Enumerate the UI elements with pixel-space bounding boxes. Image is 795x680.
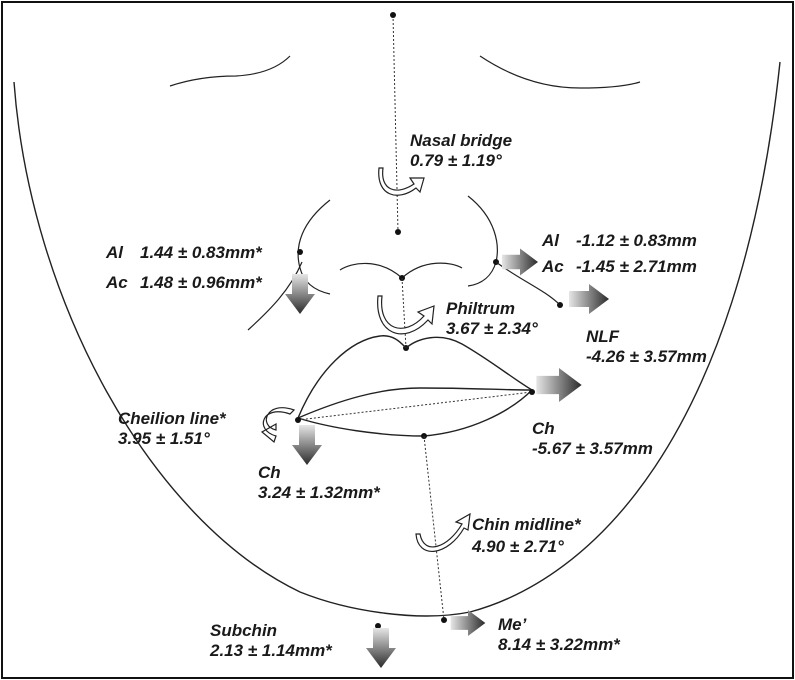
menton-point bbox=[441, 617, 447, 623]
cheilion-line bbox=[297, 391, 533, 421]
subchin-value: 2.13 ± 1.14mm* bbox=[209, 641, 333, 660]
cheilion-line-name: Cheilion line* bbox=[118, 409, 227, 428]
subchin-point bbox=[375, 623, 381, 629]
face-outline bbox=[13, 61, 781, 617]
ch-right-name: Ch bbox=[258, 463, 281, 482]
nlf-value: -4.26 ± 3.57mm bbox=[586, 347, 707, 366]
nose-left-sidewall bbox=[467, 195, 498, 287]
nlf-left-point bbox=[557, 302, 563, 308]
nasal-bridge-value: 0.79 ± 1.19° bbox=[410, 151, 502, 170]
philtrum-rotation-icon bbox=[377, 295, 435, 335]
upper-lip-outline bbox=[297, 335, 533, 419]
me-name: Me’ bbox=[498, 615, 527, 634]
nose-right-sidewall bbox=[297, 199, 331, 295]
al-ac-right-arrow-icon bbox=[285, 274, 315, 314]
me-value: 8.14 ± 3.22mm* bbox=[498, 635, 621, 654]
alar-right-point bbox=[297, 249, 303, 255]
cheilion-right-point bbox=[295, 417, 301, 423]
nasal-bridge-name: Nasal bridge bbox=[410, 131, 512, 150]
lower-lip-outline bbox=[297, 389, 533, 437]
ch-right-arrow-icon bbox=[292, 425, 322, 465]
nasolabial-fold-right bbox=[247, 261, 303, 331]
nasal-tip-point bbox=[395, 229, 401, 235]
nlf-name: NLF bbox=[586, 327, 620, 346]
al-right-name: Al bbox=[105, 243, 124, 262]
ac-left-value: -1.45 ± 2.71mm bbox=[576, 257, 697, 276]
ch-right-value: 3.24 ± 1.32mm* bbox=[258, 483, 381, 502]
nlf-arrow-icon bbox=[569, 284, 609, 314]
philtrum-name: Philtrum bbox=[446, 299, 515, 318]
philtrum-value: 3.67 ± 2.34° bbox=[446, 319, 538, 338]
ch-left-arrow-icon bbox=[536, 368, 582, 402]
chin-midline-value: 4.90 ± 2.71° bbox=[471, 537, 564, 556]
al-left-name: Al bbox=[541, 231, 560, 250]
al-left-value: -1.12 ± 0.83mm bbox=[576, 231, 697, 250]
cheilion-rotation-icon bbox=[260, 407, 296, 444]
cheilion-left-point bbox=[529, 389, 535, 395]
al-right-value: 1.44 ± 0.83mm* bbox=[140, 243, 263, 262]
midline-top-point bbox=[390, 12, 396, 18]
nasal-bridge-rotation-icon bbox=[378, 167, 425, 196]
left-eye-outline bbox=[479, 55, 641, 89]
ac-left-name: Ac bbox=[541, 257, 564, 276]
chin-midline-rotation-icon bbox=[415, 512, 471, 552]
right-eye-outline bbox=[169, 55, 291, 87]
lip-commissure-line bbox=[297, 387, 533, 419]
ch-left-name: Ch bbox=[532, 419, 555, 438]
philtrum-line bbox=[401, 277, 407, 349]
ac-right-value: 1.48 ± 0.96mm* bbox=[140, 273, 263, 292]
cheilion-line-value: 3.95 ± 1.51° bbox=[118, 429, 210, 448]
chin-midline-name: Chin midline* bbox=[472, 515, 582, 534]
subchin-arrow-icon bbox=[366, 628, 396, 668]
ch-left-value: -5.67 ± 3.57mm bbox=[532, 439, 653, 458]
ac-right-name: Ac bbox=[105, 273, 128, 292]
al-ac-left-arrow-icon bbox=[502, 248, 538, 276]
facial-midline bbox=[392, 14, 399, 233]
chin-midline bbox=[423, 435, 445, 621]
subchin-name: Subchin bbox=[210, 621, 277, 640]
